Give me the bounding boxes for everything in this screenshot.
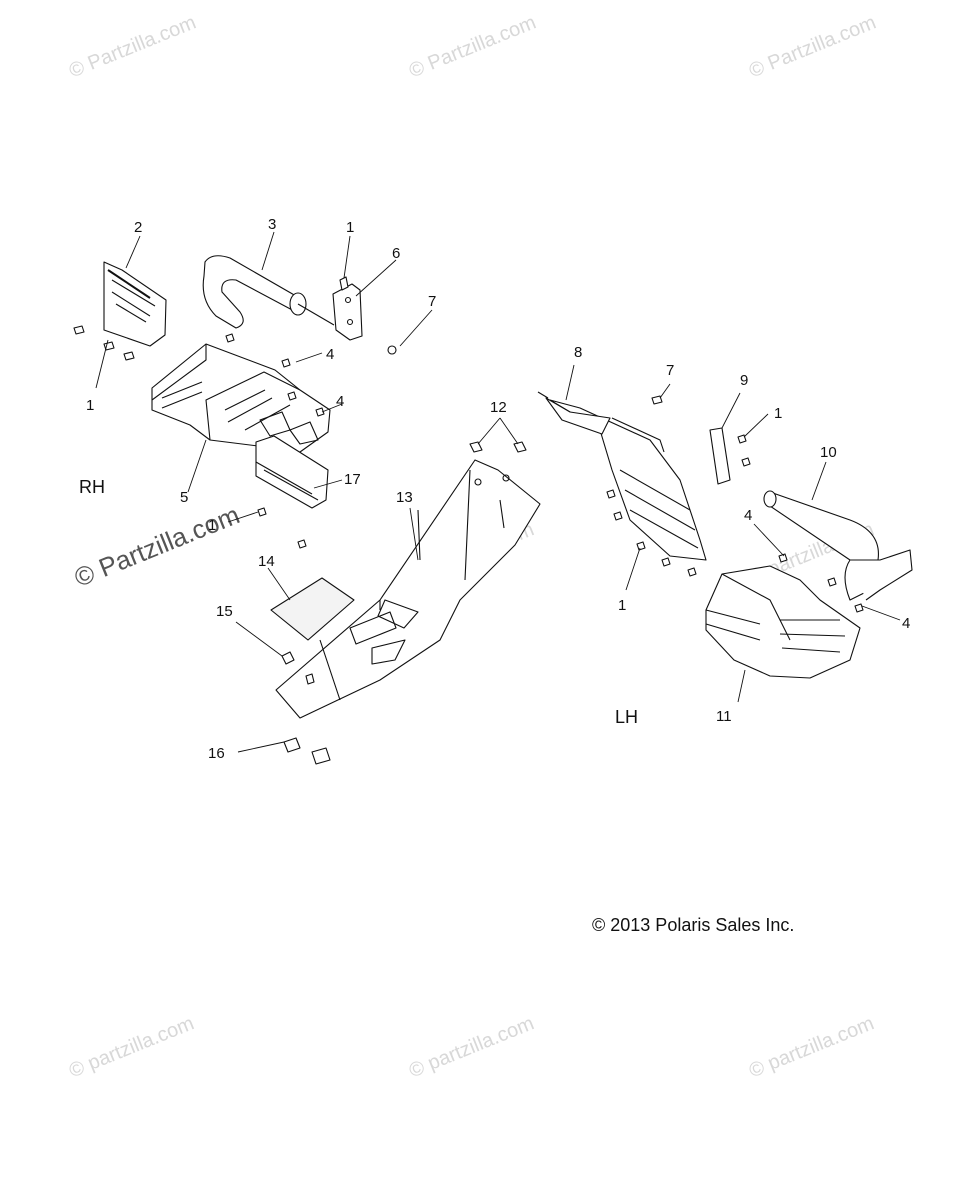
callout-1: 1 [774,405,782,422]
part-13-skid-plate [275,459,541,719]
callout-4: 4 [902,615,910,632]
leader-lines [95,231,901,753]
callout-8: 8 [574,344,582,361]
callout-3: 3 [268,216,276,233]
copyright-notice: © 2013 Polaris Sales Inc. [592,915,795,935]
callout-1: 1 [346,219,354,236]
part-5-rh-shroud [151,343,331,453]
part-9-lh-bracket [709,427,731,485]
callout-14: 14 [258,553,275,570]
callout-4: 4 [326,346,334,363]
callout-17: 17 [344,471,361,488]
callout-7: 7 [428,293,436,310]
callout-12: 12 [490,399,507,416]
callout-4: 4 [744,507,752,524]
part-2-side-plate [103,261,167,347]
callout-9: 9 [740,372,748,389]
part-10-lh-handle-pipe [763,490,913,601]
callout-16: 16 [208,745,225,762]
lh-label: LH [615,707,639,727]
rh-label: RH [79,477,105,497]
callout-1: 1 [618,597,626,614]
callout-2: 2 [134,219,142,236]
part-6-bracket [332,283,363,341]
callout-13: 13 [396,489,413,506]
callout-6: 6 [392,245,400,262]
fasteners [73,276,864,685]
part-11-lh-shroud [705,565,861,679]
part-17-mount-bracket [255,435,329,509]
part-8-lh-side-plate [537,391,707,561]
callout-7: 7 [666,362,674,379]
callout-5: 5 [180,489,188,506]
callout-1: 1 [208,517,216,534]
part-16-clips [283,737,331,765]
part-3-handle-pipe [202,255,335,329]
callout-11: 11 [716,708,732,725]
callout-10: 10 [820,444,837,461]
callouts: 2 3 1 6 7 4 1 4 5 17 1 13 12 14 15 16 8 … [86,216,910,762]
callout-4: 4 [336,393,344,410]
part-14-decal [270,577,355,641]
callout-15: 15 [216,603,233,620]
callout-1: 1 [86,397,94,414]
